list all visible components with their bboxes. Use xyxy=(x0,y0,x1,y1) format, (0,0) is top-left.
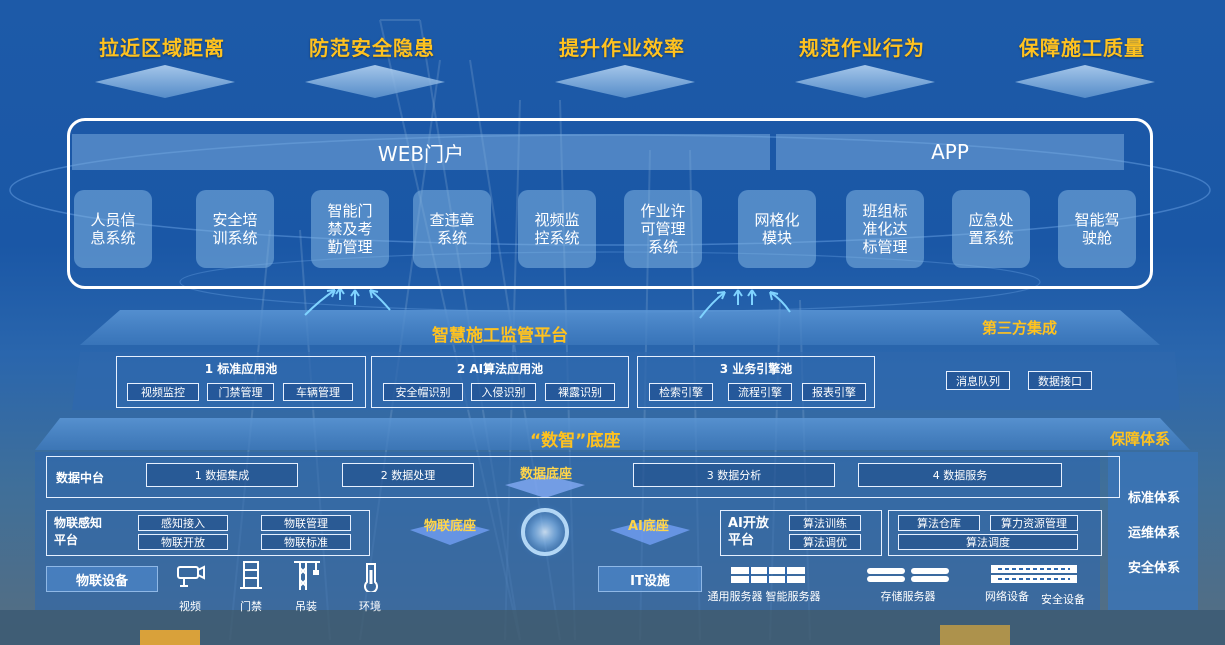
gate-icon xyxy=(240,561,262,589)
guarantee-security: 安全体系 xyxy=(1127,561,1180,576)
base-title: “数智”底座 xyxy=(530,431,621,451)
iot-sensing-platform xyxy=(46,510,370,556)
system-emergency: 应急处置系统 xyxy=(952,190,1030,268)
pool-business-engines-title: 3 业务引擎池 xyxy=(719,362,793,376)
third-party-data-interface: 数据接口 xyxy=(1028,371,1092,390)
crane-icon xyxy=(294,561,320,590)
it-general-server-label: 通用服务器 xyxy=(707,590,763,603)
guarantee-title: 保障体系 xyxy=(1110,430,1171,448)
it-network-device-label: 网络设备 xyxy=(985,590,1029,603)
system-smart-gate: 智能门禁及考勤管理 xyxy=(311,190,389,268)
pool-item: 报表引擎 xyxy=(802,383,866,401)
ai-item: 算法训练 xyxy=(789,515,861,531)
camera-icon xyxy=(177,565,205,587)
compute-item: 算法仓库 xyxy=(898,515,980,531)
pool-standard-apps xyxy=(116,356,366,408)
goal-2: 防范安全隐患 xyxy=(309,36,435,60)
iot-sensing-platform-label: 物联感知平台 xyxy=(54,516,103,547)
compute-item: 算力资源管理 xyxy=(990,515,1078,531)
ai-open-platform-label: AI开放平台 xyxy=(728,516,769,548)
pool-item: 流程引擎 xyxy=(728,383,792,401)
system-personnel-info: 人员信息系统 xyxy=(74,190,152,268)
system-work-permit: 作业许可管理系统 xyxy=(624,190,702,268)
application-layer-frame xyxy=(67,118,1153,289)
it-storage-server-label: 存储服务器 xyxy=(880,590,936,603)
guarantee-operation: 运维体系 xyxy=(1127,526,1180,541)
data-step: 2 数据处理 xyxy=(342,463,474,487)
device-lifting-label: 吊装 xyxy=(295,600,317,613)
system-video-monitoring: 视频监控系统 xyxy=(518,190,596,268)
it-facilities-label: IT设施 xyxy=(598,566,702,592)
data-base-label: 数据底座 xyxy=(520,467,573,482)
goal-5: 保障施工质量 xyxy=(1019,36,1145,60)
device-environment-label: 环境 xyxy=(359,600,381,613)
platform-title: 智慧施工监管平台 xyxy=(432,326,568,346)
compute-item: 算法调度 xyxy=(898,534,1078,550)
data-step: 3 数据分析 xyxy=(633,463,835,487)
system-smart-cockpit: 智能驾驶舱 xyxy=(1058,190,1136,268)
iot-base-label: 物联底座 xyxy=(424,519,477,534)
iot-devices-label: 物联设备 xyxy=(46,566,158,592)
data-step: 1 数据集成 xyxy=(146,463,298,487)
device-gate-label: 门禁 xyxy=(240,600,262,613)
pool-item: 车辆管理 xyxy=(283,383,353,401)
thermometer-icon xyxy=(364,563,378,592)
ai-open-platform xyxy=(720,510,882,556)
web-portal-bar: WEB门户 xyxy=(72,134,770,170)
pool-item: 检索引擎 xyxy=(649,383,713,401)
iot-item: 物联开放 xyxy=(138,534,228,550)
server-rack-icon xyxy=(731,567,805,583)
compute-platform xyxy=(888,510,1102,556)
guarantee-standard: 标准体系 xyxy=(1127,491,1180,506)
device-video-label: 视频 xyxy=(179,600,201,613)
goal-3: 提升作业效率 xyxy=(559,36,685,60)
app-bar: APP xyxy=(776,134,1124,170)
ai-item: 算法调优 xyxy=(789,534,861,550)
goal-1: 拉近区域距离 xyxy=(99,36,225,60)
goal-4: 规范作业行为 xyxy=(799,36,925,60)
pool-item: 裸露识别 xyxy=(545,383,615,401)
iot-item: 物联标准 xyxy=(261,534,351,550)
pool-business-engines xyxy=(637,356,875,408)
iot-item: 物联管理 xyxy=(261,515,351,531)
system-safety-training: 安全培训系统 xyxy=(196,190,274,268)
system-violation-check: 查违章系统 xyxy=(413,190,491,268)
third-party-message-queue: 消息队列 xyxy=(946,371,1010,390)
system-grid-module: 网格化模块 xyxy=(738,190,816,268)
data-step: 4 数据服务 xyxy=(858,463,1062,487)
third-party-title: 第三方集成 xyxy=(982,319,1058,337)
pool-item: 门禁管理 xyxy=(207,383,274,401)
iot-item: 感知接入 xyxy=(138,515,228,531)
network-device-icon xyxy=(991,565,1077,583)
data-middle-platform-label: 数据中台 xyxy=(56,471,105,485)
it-security-device-label: 安全设备 xyxy=(1041,593,1085,606)
pool-item: 安全帽识别 xyxy=(383,383,463,401)
pool-item: 入侵识别 xyxy=(471,383,536,401)
pool-ai-algorithms xyxy=(371,356,629,408)
pool-standard-apps-title: 1 标准应用池 xyxy=(204,362,278,376)
system-team-standard: 班组标准化达标管理 xyxy=(846,190,924,268)
it-smart-server-label: 智能服务器 xyxy=(765,590,821,603)
pool-ai-algorithms-title: 2 AI算法应用池 xyxy=(456,362,544,376)
pool-item: 视频监控 xyxy=(127,383,199,401)
data-middle-platform-row xyxy=(46,456,1120,498)
storage-icon xyxy=(867,568,949,582)
ai-base-label: AI底座 xyxy=(628,519,669,534)
